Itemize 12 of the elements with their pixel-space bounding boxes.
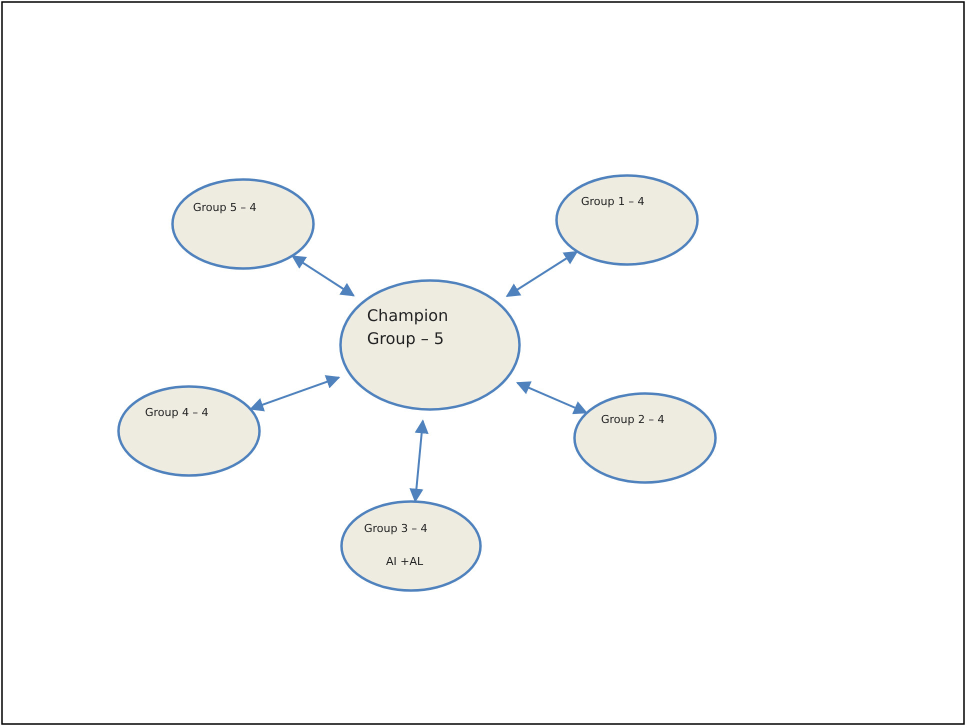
double-arrow bbox=[506, 251, 578, 298]
double-arrow bbox=[516, 381, 588, 414]
node-note: AI +AL bbox=[386, 554, 424, 570]
double-arrow bbox=[409, 419, 429, 503]
node-label: Group 5 – 4 bbox=[193, 200, 258, 216]
node-label: Champion Group – 5 bbox=[367, 305, 450, 350]
node-label: Group 2 – 4 bbox=[601, 412, 666, 428]
node-label: Group 3 – 4 bbox=[364, 521, 428, 537]
node-label: Group 4 – 4 bbox=[145, 405, 210, 421]
double-arrow bbox=[291, 255, 355, 296]
node-label: Group 1 – 4 bbox=[581, 194, 646, 210]
double-arrow bbox=[249, 375, 340, 412]
